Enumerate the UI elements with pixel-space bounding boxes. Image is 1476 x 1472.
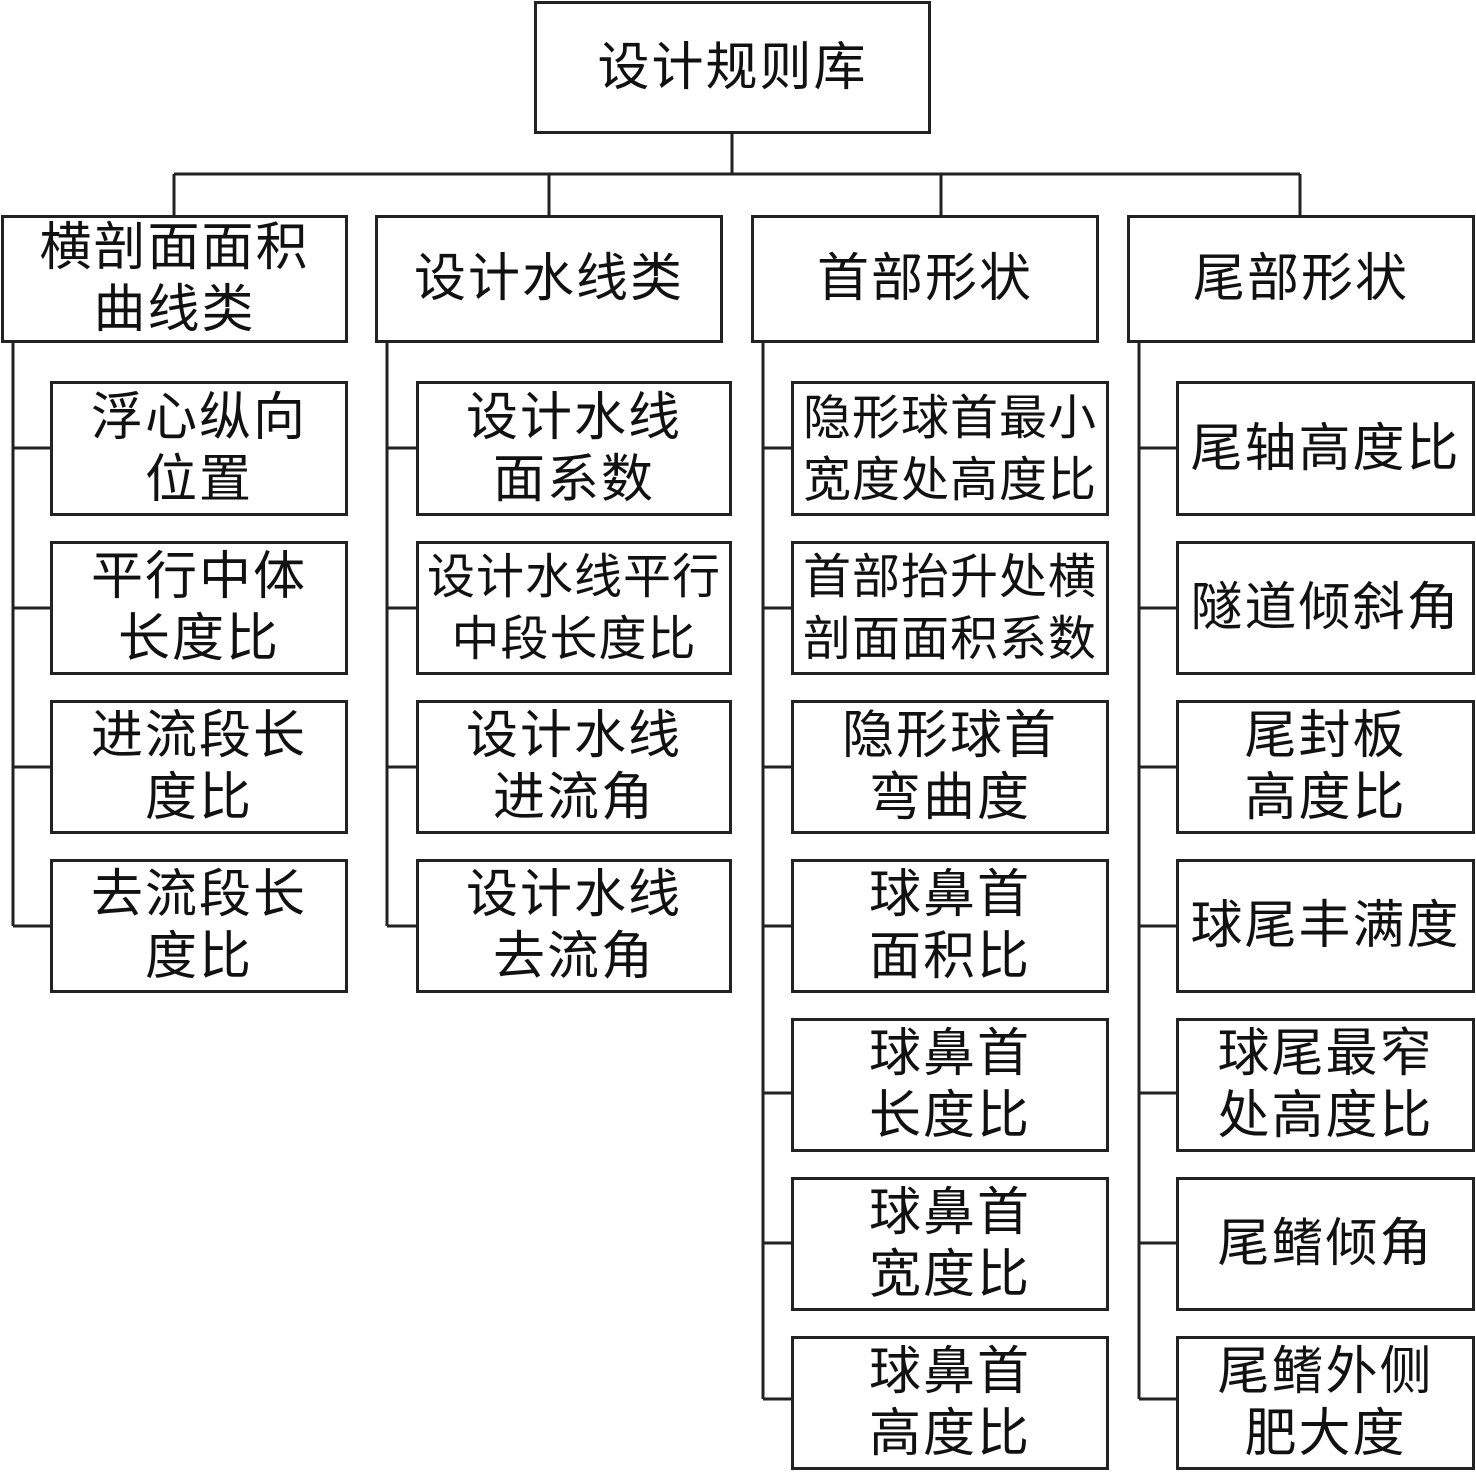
category-label-line: 横剖面面积 — [39, 218, 310, 278]
rule-node: 隐形球首 弯曲度 — [791, 700, 1109, 834]
rule-node: 浮心纵向 位置 — [50, 381, 348, 516]
rule-node: 尾封板 高度比 — [1176, 700, 1475, 834]
rule-label-line: 浮心纵向 — [90, 387, 307, 448]
root-label: 设计规则库 — [597, 37, 868, 98]
rule-node: 平行中体 长度比 — [50, 541, 348, 675]
rule-label-line: 球鼻首 — [868, 1342, 1031, 1402]
rule-node: 设计水线 面系数 — [416, 381, 732, 516]
rule-label-line: 面系数 — [492, 449, 655, 510]
rule-node: 设计水线 进流角 — [416, 700, 732, 834]
rule-label-line: 尾轴高度比 — [1190, 418, 1461, 479]
rule-label-line: 度比 — [144, 768, 253, 828]
rule-label-line: 设计水线 — [465, 387, 682, 448]
rule-node: 隐形球首最小 宽度处高度比 — [791, 381, 1109, 516]
rule-label-line: 长度比 — [868, 1086, 1031, 1146]
rule-node: 球尾丰满度 — [1176, 859, 1475, 993]
rule-node: 去流段长 度比 — [50, 859, 348, 993]
rule-label-line: 高度比 — [868, 1404, 1031, 1464]
rule-label-line: 面积比 — [868, 927, 1031, 987]
rule-node: 设计水线 去流角 — [416, 859, 732, 993]
category-label-line: 设计水线类 — [413, 249, 684, 309]
rule-label-line: 设计水线 — [465, 706, 682, 766]
category-bow-shape: 首部形状 — [751, 215, 1099, 343]
rule-node: 尾鳍外侧 肥大度 — [1176, 1336, 1475, 1470]
rule-label-line: 肥大度 — [1244, 1404, 1407, 1464]
rule-node: 球鼻首 面积比 — [791, 859, 1109, 993]
rule-label-line: 去流角 — [492, 927, 655, 987]
rule-label-line: 球鼻首 — [868, 1183, 1031, 1243]
rule-label-line: 去流段长 — [90, 865, 307, 925]
rule-label-line: 宽度处高度比 — [802, 451, 1097, 508]
rule-label-line: 隐形球首 — [841, 706, 1058, 766]
category-label-line: 尾部形状 — [1192, 249, 1409, 309]
rule-node: 首部抬升处横 剖面面积系数 — [791, 541, 1109, 675]
rule-label-line: 首部抬升处横 — [802, 549, 1097, 605]
rule-node: 尾轴高度比 — [1176, 381, 1475, 516]
rule-label-line: 球尾最窄 — [1217, 1024, 1434, 1084]
rule-label-line: 宽度比 — [868, 1245, 1031, 1305]
rule-node: 设计水线平行 中段长度比 — [416, 541, 732, 675]
rule-node: 隧道倾斜角 — [1176, 541, 1475, 675]
rule-label-line: 弯曲度 — [868, 768, 1031, 828]
rule-label-line: 处高度比 — [1217, 1086, 1434, 1146]
rule-label-line: 球鼻首 — [868, 1024, 1031, 1084]
rule-label-line: 剖面面积系数 — [802, 611, 1097, 667]
category-label-line: 曲线类 — [93, 280, 256, 340]
rule-label-line: 中段长度比 — [451, 611, 697, 667]
rule-label-line: 进流角 — [492, 768, 655, 828]
rule-label-line: 尾鳍倾角 — [1217, 1214, 1434, 1274]
rule-node: 尾鳍倾角 — [1176, 1177, 1475, 1311]
rule-label-line: 球尾丰满度 — [1190, 896, 1461, 956]
rule-label-line: 进流段长 — [90, 706, 307, 766]
rule-label-line: 尾鳍外侧 — [1217, 1342, 1434, 1402]
rule-node: 球鼻首 长度比 — [791, 1018, 1109, 1152]
rule-label-line: 长度比 — [117, 609, 280, 669]
rule-label-line: 隧道倾斜角 — [1190, 578, 1461, 638]
rule-node: 球尾最窄 处高度比 — [1176, 1018, 1475, 1152]
rule-node: 球鼻首 宽度比 — [791, 1177, 1109, 1311]
rule-label-line: 设计水线平行 — [426, 549, 721, 605]
rule-node: 球鼻首 高度比 — [791, 1336, 1109, 1470]
rule-label-line: 尾封板 — [1244, 706, 1407, 766]
rule-label-line: 平行中体 — [90, 547, 307, 607]
rule-label-line: 高度比 — [1244, 768, 1407, 828]
rule-label-line: 球鼻首 — [868, 865, 1031, 925]
rule-node: 进流段长 度比 — [50, 700, 348, 834]
rule-label-line: 设计水线 — [465, 865, 682, 925]
category-stern-shape: 尾部形状 — [1127, 215, 1475, 343]
category-label-line: 首部形状 — [816, 249, 1033, 309]
rule-label-line: 隐形球首最小 — [802, 389, 1097, 446]
rule-label-line: 位置 — [144, 449, 253, 510]
root-node: 设计规则库 — [534, 1, 931, 134]
category-waterline: 设计水线类 — [375, 215, 723, 343]
category-sectional-area: 横剖面面积 曲线类 — [1, 215, 348, 343]
rule-label-line: 度比 — [144, 927, 253, 987]
